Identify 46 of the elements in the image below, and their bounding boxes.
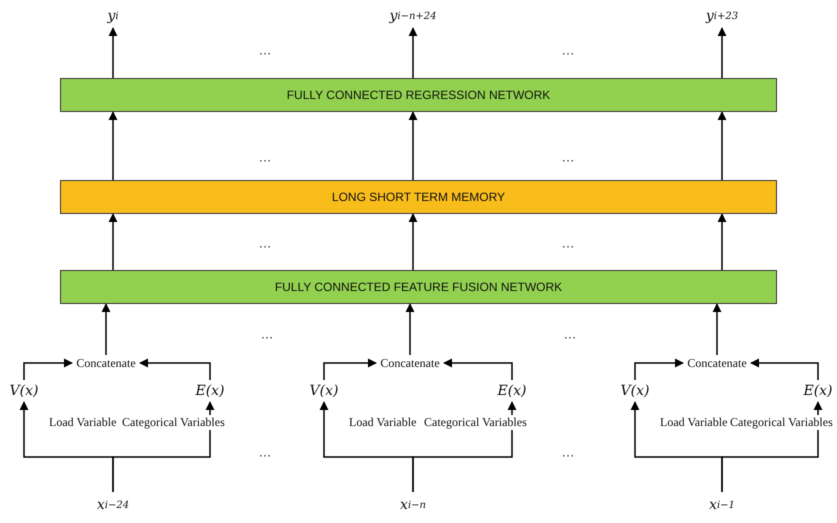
concatenate-step: Concatenate [376,355,444,371]
feature-variable: V(x) [5,380,43,402]
feature-variable: V(x) [616,380,654,402]
ellipsis: … [562,236,574,250]
arrow [721,401,822,492]
arrow [718,213,726,270]
feature-variable: V(x) [305,380,343,402]
arrow [406,303,414,355]
concatenate-step: Concatenate [683,355,751,371]
feature-variable: E(x) [799,380,837,402]
edge-label: Categorical Variables [730,415,833,430]
arrow [412,401,516,492]
arrow [634,358,684,380]
edge-label: Categorical Variables [424,415,527,430]
ellipsis: … [258,444,272,460]
arrow [139,358,211,380]
arrow [712,303,722,355]
ellipsis: … [564,326,576,342]
ellipsis: … [562,42,574,58]
ellipsis: … [260,326,274,342]
ellipsis: … [258,42,272,58]
arrow [408,213,418,270]
arrow [750,358,819,380]
arrow [23,358,73,380]
arrow [108,111,118,180]
arrow [102,303,110,355]
ellipsis: … [258,150,272,164]
arrow [108,27,118,78]
edge-label: Categorical Variables [122,415,225,430]
arrow [108,213,118,270]
feature-variable: E(x) [191,380,229,402]
arrow [408,27,418,78]
feature-fusion-layer: FULLY CONNECTED FEATURE FUSION NETWORK [60,270,777,304]
arrow [718,27,726,78]
arrow [323,358,377,380]
ellipsis: … [562,444,574,460]
ellipsis: … [562,150,574,164]
arrow [718,111,726,180]
arrow [408,111,418,180]
arrow [112,401,214,492]
regression-network-layer: FULLY CONNECTED REGRESSION NETWORK [60,78,777,112]
concatenate-step: Concatenate [72,355,140,371]
feature-variable: E(x) [493,380,531,402]
lstm-layer: LONG SHORT TERM MEMORY [60,180,777,214]
ellipsis: … [258,236,272,250]
arrow [443,358,513,380]
